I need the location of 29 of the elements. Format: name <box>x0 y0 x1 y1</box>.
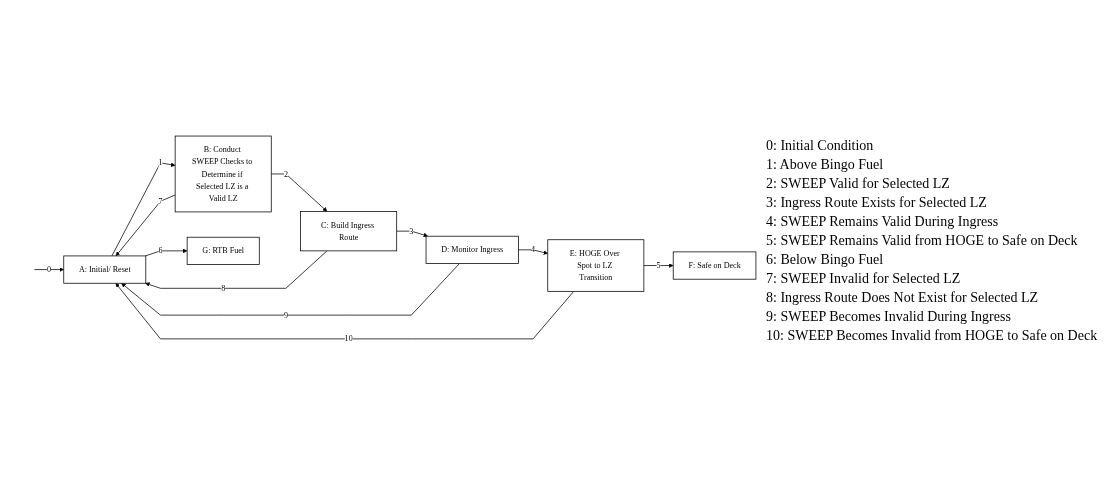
legend-note: 10: SWEEP Becomes Invalid from HOGE to Safe on Deck <box>766 327 1099 345</box>
node-box: C: Build Ingress Route <box>300 211 398 252</box>
legend-note: 7: SWEEP Invalid for Selected LZ <box>766 270 962 288</box>
legend-note: 8: Ingress Route Does Not Exist for Selected LZ <box>766 289 1040 307</box>
edge-label: 1 <box>158 158 163 167</box>
edge-label: 2 <box>283 169 288 179</box>
node-box: D: Monitor Ingress <box>425 235 519 264</box>
legend-note: 5: SWEEP Remains Valid from HOGE to Safe on Deck <box>766 232 1079 250</box>
legend-note: 0: Initial Condition <box>766 137 875 155</box>
edge-label: 6 <box>158 246 163 255</box>
edge-label: 9 <box>283 310 288 320</box>
legend-note: 1: Above Bingo Fuel <box>766 156 885 174</box>
edge-label: 7 <box>158 196 163 206</box>
legend-note: 6: Below Bingo Fuel <box>766 251 885 269</box>
node-box: E: HOGE Over Spot to LZ Transition <box>547 239 645 292</box>
node-box: F: Safe on Deck <box>672 251 757 280</box>
legend-note: 9: SWEEP Becomes Invalid During Ingress <box>766 308 1012 326</box>
legend-note: 4: SWEEP Remains Valid During Ingress <box>766 213 1000 231</box>
edge-label: 8 <box>221 283 226 293</box>
node-box: B: Conduct SWEEP Checks to Determine if Selected LZ is a Valid LZ <box>174 135 272 213</box>
edge-label: 5 <box>656 260 661 270</box>
edge-label: 10 <box>344 334 353 343</box>
edge-label: 0 <box>47 265 52 274</box>
edge-label: 3 <box>409 226 414 236</box>
edge-label: 4 <box>531 245 536 254</box>
node-box: A: Initial/ Reset <box>63 255 147 284</box>
node-box: G: RTB Fuel <box>186 236 260 265</box>
legend-note: 2: SWEEP Valid for Selected LZ <box>766 175 951 193</box>
legend-note: 3: Ingress Route Exists for Selected LZ <box>766 194 988 212</box>
